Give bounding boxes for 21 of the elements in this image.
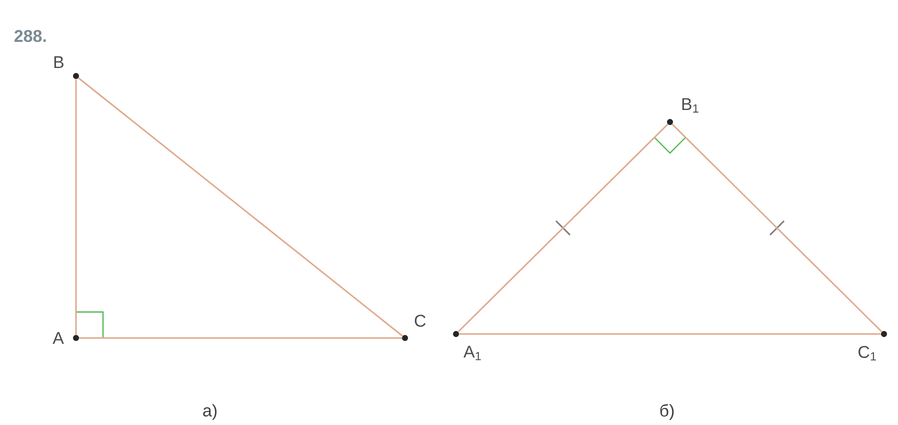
triangle-side [458,124,668,332]
triangle-side [79,337,402,339]
triangle-side [78,77,403,337]
triangle-side [459,333,881,335]
vertex-point: A [52,332,79,344]
figure-label: а) [203,404,216,420]
triangle-side [672,124,882,332]
node-label: B$_{1}$ [682,98,698,113]
figure-label: б) [660,404,674,420]
vertex-point: C [402,314,426,341]
node-label: A$_{1}$ [464,346,481,360]
triangle-side [75,79,77,335]
vertex-point: B [54,56,79,79]
vertex-point: C$_{1}$ [858,331,887,360]
vertex-point: A$_{1}$ [453,331,481,360]
node-label: C$_{1}$ [858,346,876,360]
node-label: C [414,314,426,327]
node-label: A [52,332,64,344]
vertex-point: B$_{1}$ [667,98,698,125]
problem-number: 288. [14,30,46,42]
node-label: B [54,56,64,68]
